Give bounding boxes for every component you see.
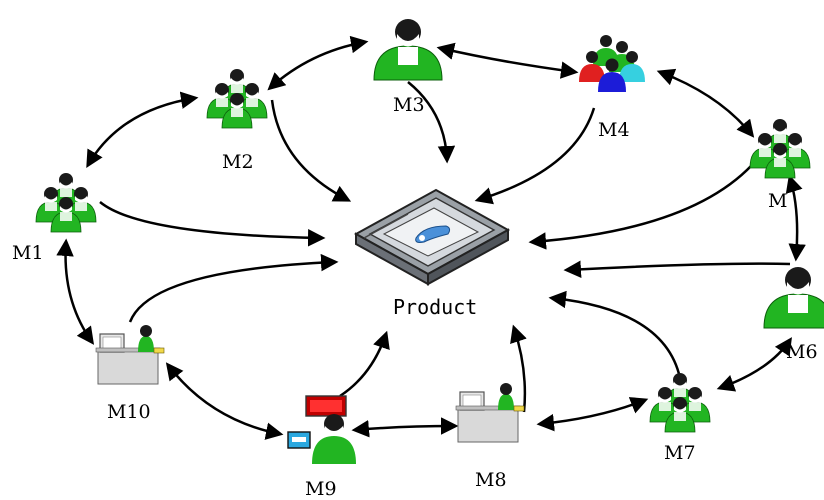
product-node: Product	[355, 189, 509, 319]
node-m10: M10	[95, 324, 165, 423]
node-label-m8: M8	[475, 469, 507, 491]
node-label-m6: M6	[786, 341, 818, 363]
node-m9: M9	[287, 395, 356, 500]
node-label-m4: M4	[598, 119, 630, 141]
product-label: Product	[393, 295, 477, 319]
person-icon	[373, 18, 443, 81]
devices-person-icon	[287, 395, 356, 464]
node-label-m3: M3	[393, 94, 425, 116]
colored-group-icon	[579, 35, 645, 92]
product-arrows	[99, 81, 791, 413]
group-icon	[650, 373, 710, 432]
node-m1: M1	[12, 173, 96, 264]
person-icon	[763, 266, 824, 329]
node-m8: M8	[455, 382, 525, 491]
node-label-m1: M1	[12, 242, 44, 264]
node-m7: M7	[650, 373, 710, 464]
node-m5: M	[750, 119, 810, 212]
node-label-m9: M9	[305, 478, 337, 500]
node-m4: M4	[579, 35, 645, 141]
workstation-icon	[95, 324, 165, 385]
connection-arrows	[56, 35, 806, 440]
group-icon	[207, 69, 267, 128]
node-label-m10: M10	[107, 401, 151, 423]
node-m2: M2	[207, 69, 267, 173]
node-m3: M3	[373, 18, 443, 116]
node-label-m7: M7	[664, 442, 696, 464]
group-icon	[750, 119, 810, 178]
workstation-icon	[455, 382, 525, 443]
node-label-m2: M2	[222, 151, 254, 173]
node-m6: M6	[763, 266, 824, 363]
product-device-icon	[355, 189, 509, 285]
node-label-m5: M	[768, 190, 787, 212]
group-icon	[36, 173, 96, 232]
